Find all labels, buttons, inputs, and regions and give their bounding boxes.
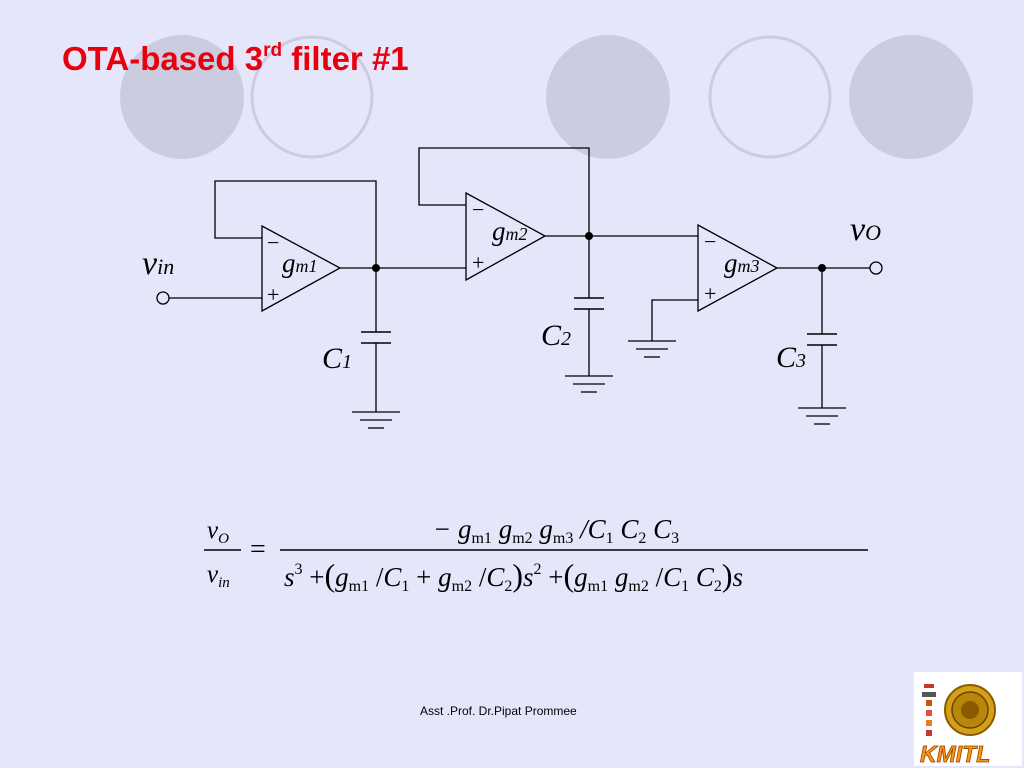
kmitl-logo: KMITL xyxy=(914,672,1022,766)
logo-wordmark: KMITL xyxy=(920,741,990,766)
capacitor-c2-label: C2 xyxy=(541,319,571,352)
ota-2-plus-sign: + xyxy=(472,250,484,275)
equals-sign: = xyxy=(250,534,266,565)
junction-node-2 xyxy=(585,232,593,240)
ota-3-minus-sign: − xyxy=(704,229,716,254)
ota-3-plus-sign: + xyxy=(704,281,716,306)
output-terminal xyxy=(869,261,883,275)
input-terminal xyxy=(156,291,170,305)
presenter-credit: Asst .Prof. Dr.Pipat Prommee xyxy=(420,704,577,718)
capacitor-c3 xyxy=(807,333,837,346)
title-main: OTA-based 3 xyxy=(62,40,264,77)
ota-2-triangle xyxy=(465,191,547,282)
ota-1-minus-sign: − xyxy=(267,230,279,255)
ota-3-label: gm3 xyxy=(724,248,760,278)
junction-node-1 xyxy=(372,264,380,272)
slide-title: OTA-based 3rd filter #1 xyxy=(62,40,409,78)
rhs-numerator: − gm1 gm2 gm3 /C1 C2 C3 xyxy=(433,514,679,549)
output-voltage-label: vO xyxy=(850,211,881,248)
logo-tower-icon xyxy=(922,684,936,736)
decor-circle-1 xyxy=(120,35,244,159)
ground-symbol-ota3 xyxy=(628,340,676,358)
decor-circle-2 xyxy=(250,35,374,159)
lhs-denominator: vin xyxy=(207,561,230,591)
title-superscript: rd xyxy=(263,40,283,61)
ota-3-triangle xyxy=(697,223,779,313)
decor-circle-3 xyxy=(546,35,670,159)
ground-symbol-c3 xyxy=(798,407,846,425)
ota-1-label: gm1 xyxy=(282,248,318,278)
lhs-numerator: vO xyxy=(207,517,229,547)
ota-1-plus-sign: + xyxy=(267,282,279,307)
capacitor-c1 xyxy=(361,331,391,344)
junction-node-3 xyxy=(818,264,826,272)
logo-seal-icon xyxy=(944,684,996,736)
ground-symbol-c1 xyxy=(352,411,400,429)
capacitor-c1-label: C1 xyxy=(322,342,352,375)
decor-circle-4 xyxy=(708,35,832,159)
input-voltage-label: vin xyxy=(142,245,174,282)
capacitor-c3-label: C3 xyxy=(776,341,806,374)
title-rest: filter #1 xyxy=(282,40,409,77)
rhs-denominator: s3 +(gm1 /C1 + gm2 /C2)s2 +(gm1 gm2 /C1 … xyxy=(284,550,743,597)
ota-1-triangle xyxy=(261,224,342,313)
ground-symbol-c2 xyxy=(565,375,613,393)
ota-2-minus-sign: − xyxy=(472,197,484,222)
ota-2-label: gm2 xyxy=(492,216,528,246)
decor-circle-5 xyxy=(849,35,973,159)
capacitor-c2 xyxy=(574,297,604,310)
